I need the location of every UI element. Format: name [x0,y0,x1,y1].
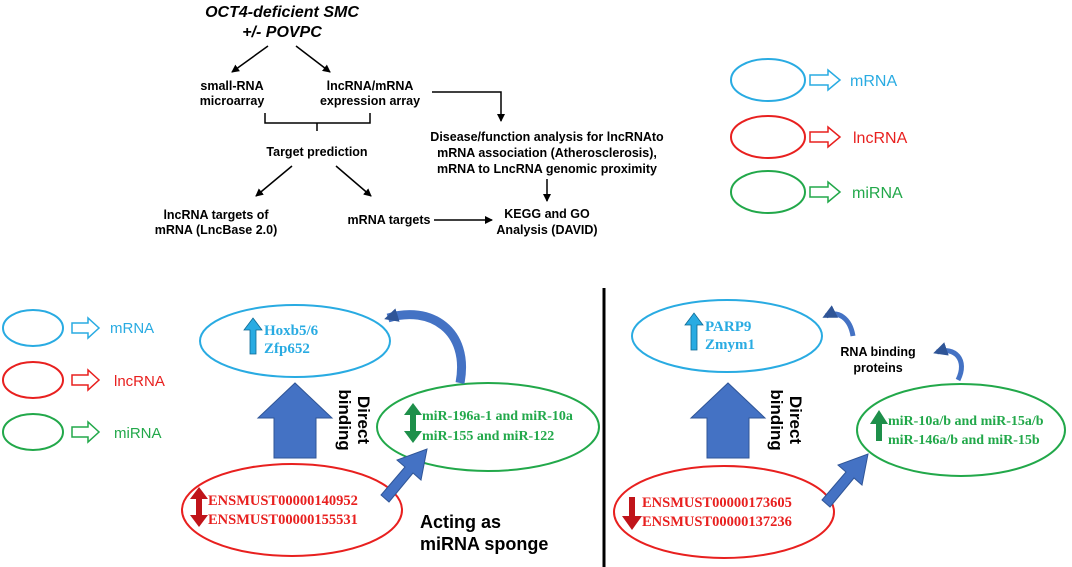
legend-top: mRNA lncRNA miRNA [730,58,908,214]
right-lncrna-down-arrow-icon [622,497,642,530]
right-mirna-ellipse [856,383,1066,477]
legend-top-lncrna-label: lncRNA [853,130,908,147]
legend-left-lncrna-ellipse [2,361,64,399]
left-sponge-arrow [380,448,428,503]
disease-line1: Disease/function analysis for lncRNAto [430,130,664,144]
target-prediction: Target prediction [266,145,367,159]
right-lncrna-ellipse [613,465,835,559]
left-mirna-up-arrow-icon [404,403,422,421]
left-direct-label: Direct [354,396,373,445]
small-rna-line2: microarray [200,94,265,108]
flowchart: OCT4-deficient SMC +/- POVPC small-RNA m… [155,4,664,237]
right-binding-label: binding [767,389,786,450]
right-lncrna-line1: ENSMUST00000173605 [642,495,792,511]
legend-left-mrna-ellipse [2,309,64,347]
legend-top-lncrna-ellipse [730,115,806,159]
mrna-targets: mRNA targets [348,213,431,227]
legend-top-mrna-arrow-icon [809,68,842,92]
right-direct-binding-arrow [689,382,767,459]
kegg-line2: Analysis (DAVID) [496,223,597,237]
left-mrna-line2: Zfp652 [264,341,310,357]
legend-left-mirna-label: miRNA [114,425,162,442]
left-lncrna-ellipse [181,463,403,557]
left-mrna-line1: Hoxb5/6 [264,323,319,339]
left-direct-binding-arrow [256,382,334,459]
left-lncrna-line2: ENSMUST00000155531 [208,512,358,528]
left-lncrna-line1: ENSMUST00000140952 [208,493,358,509]
right-lncrna-to-mirna-arrow [821,453,869,508]
right-mrna-line1: PARP9 [705,319,751,335]
small-rna-line1: small-RNA [200,79,263,93]
disease-line3: mRNA to LncRNA genomic proximity [437,162,657,176]
left-lncrna-down-arrow-icon [190,505,208,527]
left-mirna-line2: miR-155 and miR-122 [422,429,554,444]
arrow-expression-to-disease [432,91,505,122]
right-panel: PARP9 Zmym1 RNA binding proteins miR-10a… [613,299,1066,559]
legend-left-lncrna-arrow-icon [71,368,101,392]
legend-top-lncrna-arrow-icon [809,125,842,149]
left-mirna-down-arrow-icon [404,421,422,443]
left-sponge-line1: Acting as [420,512,501,532]
expression-array-line1: lncRNA/mRNA [327,79,414,93]
right-mrna-line2: Zmym1 [705,337,755,353]
bracket [264,113,371,131]
rbp-line1: RNA binding [840,345,915,359]
legend-top-mrna-label: mRNA [850,73,897,90]
legend-left-mrna-arrow-icon [71,316,101,340]
right-mirna-line2: miR-146a/b and miR-15b [888,433,1040,448]
right-mrna-up-arrow-icon [684,312,704,351]
left-mirna-line1: miR-196a-1 and miR-10a [422,409,573,424]
left-sponge-line2: miRNA sponge [420,534,548,554]
right-mirna-line1: miR-10a/b and miR-15a/b [888,414,1044,429]
rbp-line2: proteins [853,361,902,375]
right-curved-arrow-from-mirna [933,342,964,382]
flowchart-title-line2: +/- POVPC [242,24,322,41]
flowchart-title-line1: OCT4-deficient SMC [205,4,359,21]
right-direct-label: Direct [786,396,805,445]
legend-top-mirna-label: miRNA [852,185,903,202]
legend-left: mRNA lncRNA miRNA [2,309,165,451]
arrow-title-to-smallrna [231,45,269,73]
left-mirna-ellipse [376,382,600,472]
lnc-targets-line1: lncRNA targets of [163,208,269,222]
expression-array-line2: expression array [320,94,420,108]
right-curved-arrow-to-mrna [822,305,856,337]
left-binding-label: binding [335,389,354,450]
lnc-targets-line2: mRNA (LncBase 2.0) [155,223,278,237]
arrow-title-to-expression [295,45,331,73]
legend-left-mrna-label: mRNA [110,320,154,337]
right-lncrna-line2: ENSMUST00000137236 [642,514,792,530]
arrow-target-to-lnc [255,165,293,197]
arrow-target-to-mrna [335,165,372,197]
legend-left-lncrna-label: lncRNA [114,373,165,390]
kegg-line1: KEGG and GO [504,207,590,221]
left-mrna-up-arrow-icon [243,317,263,355]
left-mrna-ellipse [199,304,391,378]
right-mrna-ellipse [631,299,823,373]
left-lncrna-up-arrow-icon [190,487,208,505]
legend-left-mirna-arrow-icon [71,420,101,444]
left-panel: Hoxb5/6 Zfp652 miR-196a-1 and miR-10a mi… [181,304,600,557]
disease-line2: mRNA association (Atherosclerosis), [437,146,657,160]
legend-top-mrna-ellipse [730,58,806,102]
right-mirna-up-arrow-icon [870,410,888,441]
left-curved-arrow [384,308,466,384]
legend-left-mirna-ellipse [2,413,64,451]
legend-top-mirna-arrow-icon [809,180,842,204]
legend-top-mirna-ellipse [730,170,806,214]
